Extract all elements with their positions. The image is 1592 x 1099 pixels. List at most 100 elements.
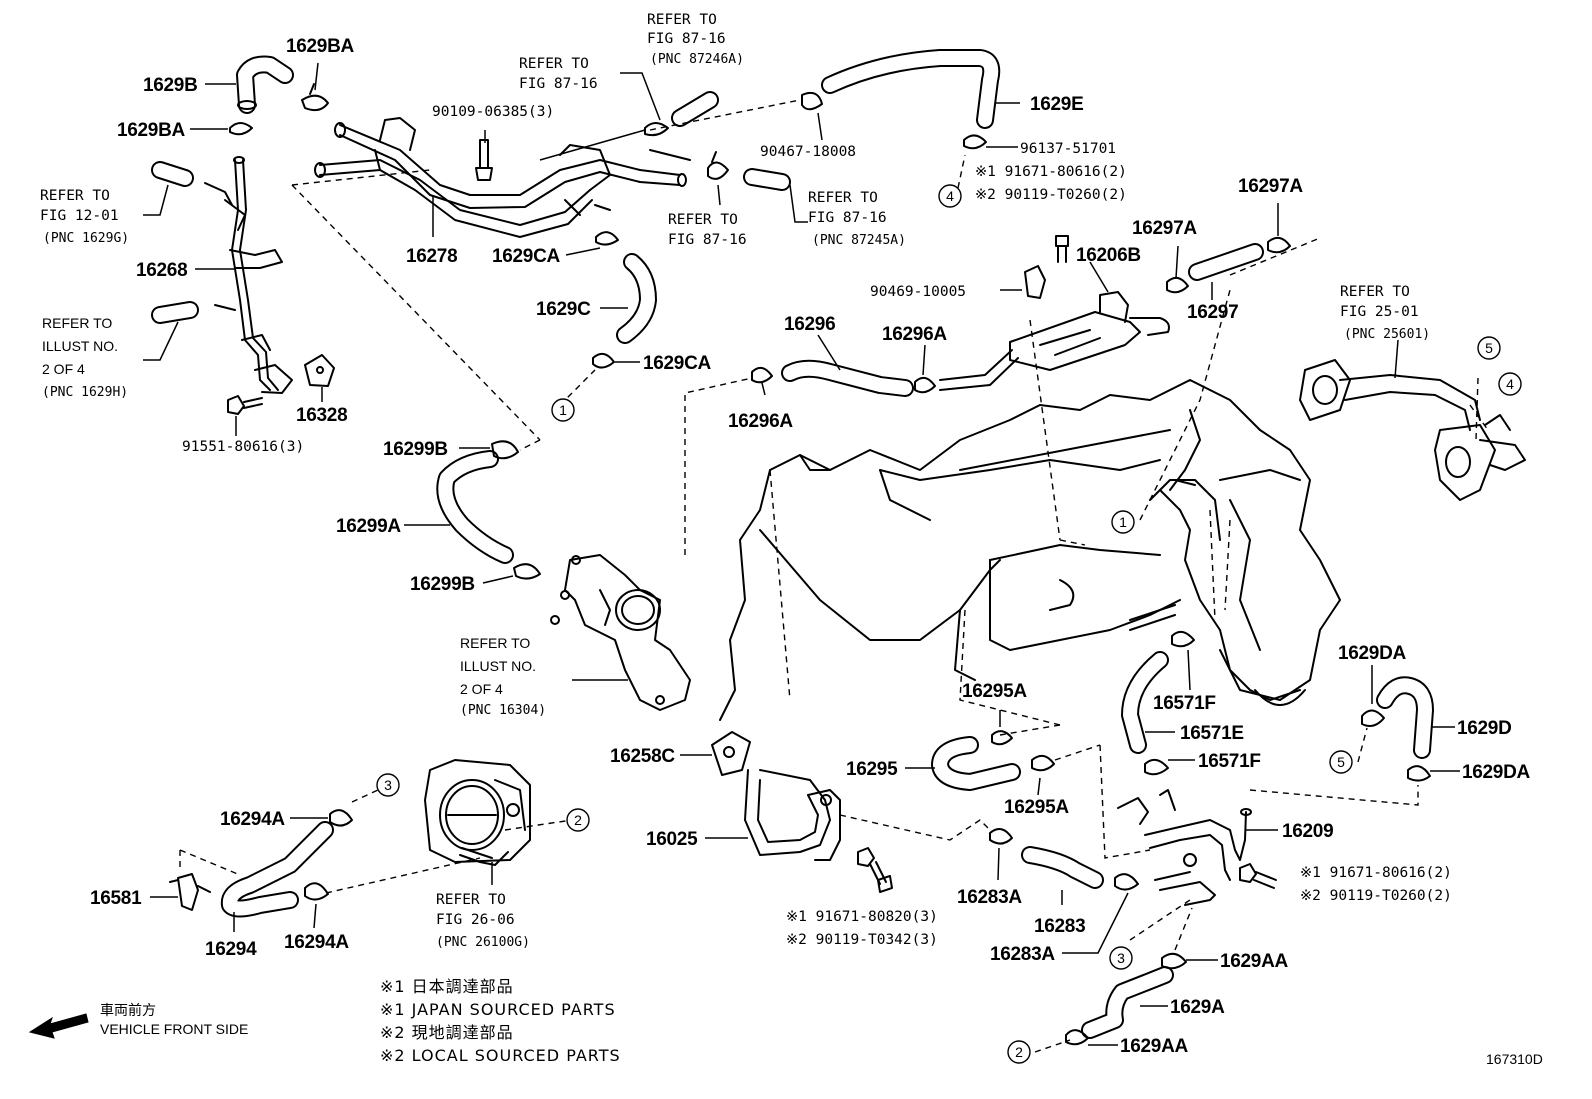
hose-stub-1629g	[151, 161, 194, 187]
svg-text:1: 1	[1119, 514, 1127, 530]
label-1629da-bot: 1629DA	[1462, 762, 1530, 783]
egr-pipe-25601	[1299, 359, 1526, 501]
bolt-16025	[857, 847, 893, 893]
clamp-16283a-bot	[1114, 873, 1139, 891]
label-90467: 90467-18008	[760, 144, 856, 160]
label-1629da-top: 1629DA	[1338, 643, 1406, 664]
circle-ref-3-right: 3	[1109, 946, 1133, 970]
hose-16295	[931, 736, 1021, 791]
valve-16581	[169, 873, 211, 911]
label-16283a-top: 16283A	[957, 887, 1022, 908]
clamp-1629ba-left	[229, 122, 253, 136]
clamp-1629aa-bot	[1065, 1029, 1089, 1046]
clamp-16296a-r	[914, 376, 936, 394]
hose-16296	[781, 359, 914, 397]
label-1629e: 1629E	[1030, 94, 1083, 115]
svg-text:(PNC 16304): (PNC 16304)	[460, 703, 546, 718]
clamp-16294a-bot	[304, 882, 329, 901]
svg-text:FIG 87-16: FIG 87-16	[808, 210, 887, 226]
gasket-16258c	[711, 731, 751, 776]
clamp-16571f-top	[1171, 630, 1195, 648]
hose-1629d	[1376, 676, 1434, 759]
ref-fig26-06: REFER TO FIG 26-06 (PNC 26100G)	[436, 892, 530, 950]
clamp-1629ca-top	[595, 231, 619, 246]
sourcing-legend: ※1 日本調達部品 ※1 JAPAN SOURCED PARTS ※2 現地調達…	[380, 977, 620, 1065]
svg-text:※2 現地調達部品: ※2 現地調達部品	[380, 1023, 514, 1042]
svg-text:1: 1	[559, 402, 567, 418]
label-1629aa-bot: 1629AA	[1120, 1036, 1188, 1057]
part-labels: 1629BA 1629B 1629BA 90109-06385(3) 16278…	[90, 36, 1531, 1057]
circle-ref-5-top: 5	[1477, 336, 1501, 360]
pipe-16296-end	[939, 349, 1019, 391]
svg-text:2: 2	[1015, 1044, 1023, 1060]
svg-text:(PNC 1629G): (PNC 1629G)	[43, 231, 129, 246]
ref-fig12-01: REFER TO FIG 12-01 (PNC 1629G)	[40, 188, 129, 246]
svg-text:3: 3	[1117, 950, 1125, 966]
svg-text:ILLUST NO.: ILLUST NO.	[460, 658, 536, 674]
clamp-16296a-l	[751, 366, 773, 384]
clamp-1629da-top	[1361, 709, 1385, 727]
label-91551: 91551-80616(3)	[182, 439, 304, 455]
svg-text:REFER TO: REFER TO	[460, 635, 530, 651]
circle-ref-2-bot: 2	[1007, 1040, 1031, 1064]
svg-text:FIG 26-06: FIG 26-06	[436, 912, 515, 928]
hose-1629a	[1081, 966, 1174, 1039]
clamp-16299b-bot	[513, 563, 541, 580]
label-16299b-bot: 16299B	[410, 574, 475, 595]
label-16296a-r: 16296A	[882, 324, 947, 345]
svg-text:REFER TO: REFER TO	[1340, 284, 1410, 300]
label-16295: 16295	[846, 759, 898, 780]
alt-parts-lower-right: ※1 91671-80616(2) ※2 90119-T0260(2)	[1300, 865, 1452, 904]
label-1629ba-left: 1629BA	[117, 120, 185, 141]
alt-parts-lower-mid: ※1 91671-80820(3) ※2 90119-T0342(3)	[786, 909, 938, 948]
svg-text:REFER TO: REFER TO	[647, 12, 717, 28]
label-16283: 16283	[1034, 916, 1085, 937]
label-16206b: 16206B	[1076, 245, 1141, 266]
bracket-16206b	[1009, 291, 1170, 371]
clamp-16297a-l	[1166, 276, 1189, 294]
label-16571f-top: 16571F	[1153, 693, 1216, 714]
circle-ref-1-left: 1	[551, 398, 575, 422]
label-1629b: 1629B	[143, 75, 198, 96]
svg-text:REFER TO: REFER TO	[808, 190, 878, 206]
clamp-16295a-top	[991, 730, 1013, 746]
engine-block	[719, 379, 1341, 721]
pipe-16025	[744, 769, 841, 861]
clamp-1629aa-top	[1161, 952, 1187, 970]
label-16328: 16328	[296, 405, 347, 426]
clamp-1629da-bot	[1407, 765, 1431, 782]
clip-90469	[1024, 265, 1046, 299]
svg-text:REFER TO: REFER TO	[519, 56, 589, 72]
connection-lines	[179, 99, 1489, 1053]
clamp-16294a-top	[329, 809, 353, 827]
hose-16294	[220, 821, 334, 918]
label-16297: 16297	[1187, 302, 1238, 323]
label-90469: 90469-10005	[870, 284, 966, 300]
svg-text:REFER TO: REFER TO	[668, 212, 738, 228]
clamp-87-16-mid	[644, 122, 669, 137]
label-16278: 16278	[406, 246, 457, 267]
hose-16571e	[1121, 651, 1169, 754]
hose-1629b	[236, 55, 294, 114]
hose-16283	[1021, 846, 1104, 889]
label-1629a: 1629A	[1170, 997, 1225, 1018]
vehicle-front-arrow-icon	[28, 1013, 89, 1039]
svg-text:※1 91671-80820(3): ※1 91671-80820(3)	[786, 909, 938, 925]
bolt-16209	[1239, 863, 1277, 889]
svg-text:ILLUST NO.: ILLUST NO.	[42, 338, 118, 354]
svg-text:FIG 87-16: FIG 87-16	[647, 31, 726, 47]
label-16296a-l: 16296A	[728, 411, 793, 432]
label-16297a-l: 16297A	[1132, 218, 1197, 239]
svg-text:(PNC 25601): (PNC 25601)	[1344, 327, 1430, 342]
label-1629aa-top: 1629AA	[1220, 951, 1288, 972]
svg-text:FIG 87-16: FIG 87-16	[519, 76, 598, 92]
label-16258c: 16258C	[610, 746, 675, 767]
svg-text:車両前方: 車両前方	[100, 1002, 156, 1018]
bolt-91551	[227, 395, 263, 415]
label-16295a-bot: 16295A	[1004, 797, 1069, 818]
svg-text:※1 91671-80616(2): ※1 91671-80616(2)	[1300, 865, 1452, 881]
pipe-16268	[204, 156, 293, 394]
clamp-16297a-r	[1267, 236, 1291, 254]
